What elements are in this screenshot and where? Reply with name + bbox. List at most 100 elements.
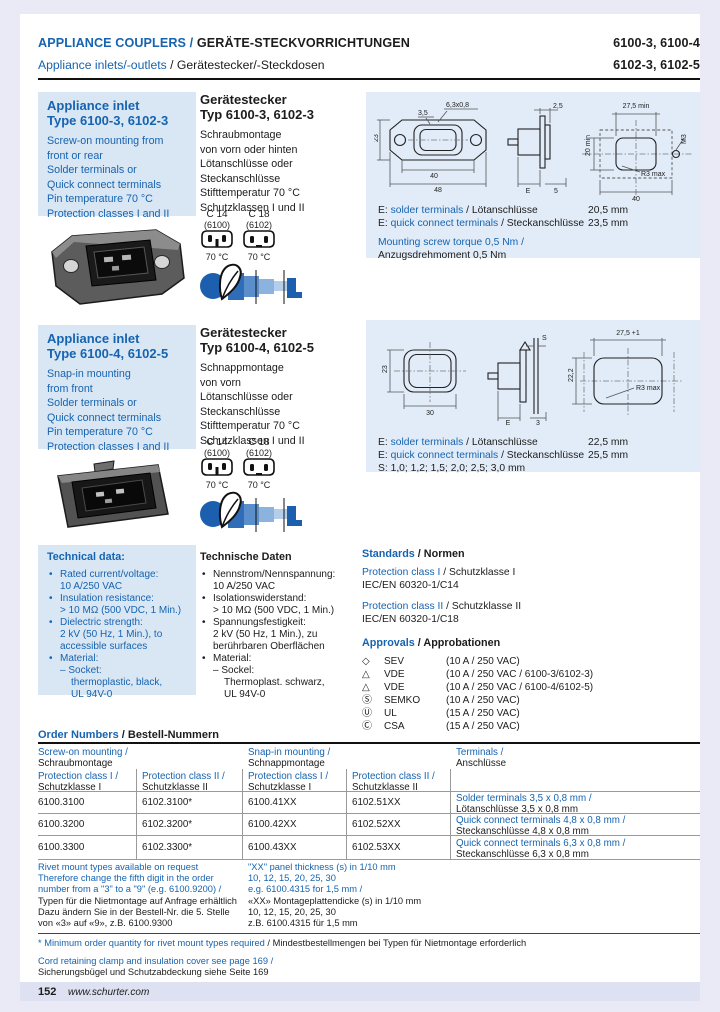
approvals-title: Approvals / Approbationen — [362, 637, 500, 649]
tech-line: UL 94V-0 — [224, 689, 266, 700]
order-number: 6100.43XX — [248, 842, 297, 853]
section1-summary-en: Screw-on mounting from front or rear Sol… — [47, 134, 187, 222]
section2-title-en-line1: Appliance inlet — [47, 331, 140, 346]
tech-line: thermoplastic, black, — [71, 677, 163, 688]
website-link[interactable]: www.schurter.com — [68, 987, 150, 998]
note-e-quick: E: quick connect terminals / Steckanschl… — [378, 217, 678, 230]
tech-line: Spannungsfestigkeit: — [200, 617, 360, 629]
table-divider — [136, 769, 137, 860]
dim-label: 3 — [536, 420, 540, 426]
order-title-rule — [38, 742, 700, 744]
drawing-6100-3-side-view: 2,5 E 5 — [507, 103, 567, 195]
connector-c18: C 18 (6102) 70 °C — [240, 438, 278, 490]
eco-rating-logo — [200, 263, 302, 304]
approval-rating: (10 A / 250 VAC) — [446, 656, 520, 667]
standard-code: IEC/EN 60320-1/C14 — [362, 580, 459, 591]
note-en: solder terminals — [390, 205, 464, 216]
summary-line: Schnappmontage — [200, 362, 284, 374]
table-divider — [346, 769, 347, 860]
order-title-en: Order Numbers — [38, 729, 119, 741]
type-codes-1: 6100-3, 6100-4 — [613, 36, 700, 50]
group-terminals: Terminals / — [456, 747, 504, 758]
approval-rating: (10 A / 250 VAC / 6100-3/6102-3) — [446, 669, 594, 680]
c14-face-icon — [201, 458, 233, 476]
summary-line: Pin temperature 70 °C — [47, 193, 153, 206]
terminal-desc-en: Quick connect terminals 6,3 x 0,8 mm / — [456, 838, 626, 849]
connector-series: (6100) — [203, 448, 230, 458]
sev-icon: ◇ — [362, 656, 370, 667]
connector-code: C 14 — [206, 209, 228, 220]
section2-summary-de: Schnappmontage von vorn Lötanschlüsse od… — [200, 361, 314, 449]
page-title-de: GERÄTE-STECKVORRICHTUNGEN — [193, 36, 410, 50]
tech-line: Material: — [200, 653, 360, 665]
torque-note-de: Anzugsdrehmoment 0,5 Nm — [378, 250, 507, 261]
terminal-desc-de: Steckanschlüsse 4,8 x 0,8 mm — [456, 825, 589, 837]
connector-c14: C 14 (6100) 70 °C — [198, 210, 236, 262]
summary-line: Quick connect terminals — [47, 178, 162, 191]
standards-title-de: / Normen — [414, 548, 465, 560]
connector-temp: 70 °C — [247, 252, 271, 262]
section1-terminal-notes: E: solder terminals / Lötanschlüsse E: q… — [378, 204, 678, 230]
group-terminals-de: Anschlüsse — [456, 758, 507, 769]
section2-summary-en: Snap-in mounting from front Solder termi… — [47, 367, 187, 455]
footnote-rivet-mount: Rivet mount types available on request T… — [38, 862, 243, 929]
note-en: quick connect terminals — [390, 218, 499, 229]
summary-line: from front — [47, 382, 93, 395]
terminal-desc-en: Solder terminals 3,5 x 0,8 mm / — [456, 793, 592, 804]
section1-title-de-line2: Typ 6100-3, 6102-3 — [200, 107, 314, 122]
tech-line: 10 A/250 VAC — [213, 581, 276, 592]
dim-label: 48 — [434, 187, 442, 194]
section1-summary-de: Schraubmontage von vorn oder hinten Löta… — [200, 128, 314, 216]
page-title: APPLIANCE COUPLERS / GERÄTE-STECKVORRICH… — [38, 36, 410, 50]
tech-line: – Socket: — [60, 665, 102, 676]
summary-line: Stifttemperatur 70 °C — [200, 420, 300, 433]
agency-name: VDE — [384, 669, 405, 680]
summary-line: Steckanschlüsse — [200, 172, 281, 185]
note-de: / Steckanschlüsse — [498, 218, 585, 229]
section1-title-en-line2: Type 6100-3, 6102-3 — [47, 113, 169, 128]
connector-series: (6102) — [245, 448, 272, 458]
summary-line: front or rear — [47, 149, 103, 162]
tech-line: Isolationswiderstand: — [200, 593, 360, 605]
dim-label: R3 max — [641, 171, 666, 178]
page-subtitle: Appliance inlets/-outlets / Gerätestecke… — [38, 58, 325, 72]
tech-line: Dielectric strength: — [47, 617, 193, 629]
dim-label: 6,3x0,8 — [446, 102, 469, 109]
note-de: / Lötanschlüsse — [463, 437, 538, 448]
connector-c18: C 18 (6102) 70 °C — [240, 210, 278, 262]
approval-rating: (10 A / 250 VAC) — [446, 695, 520, 706]
footnote-rule — [38, 933, 700, 934]
tech-line: 2 kV (50 Hz, 1 Min.), zu — [213, 629, 318, 640]
footnote-line: Rivet mount types available on request — [38, 862, 199, 872]
footnote-line: z.B. 6100.4315 für 1,5 mm — [248, 918, 358, 929]
page-title-en: APPLIANCE COUPLERS / — [38, 36, 194, 50]
approval-rating: (10 A / 250 VAC / 6100-4/6102-5) — [446, 682, 594, 693]
dim-label: M3 — [681, 134, 688, 144]
col-head-class1-snap: Protection class I / — [248, 771, 329, 782]
tech-line: Nennstrom/Nennspannung: — [200, 569, 360, 581]
dim-label: E — [526, 188, 531, 195]
c14-face-icon — [201, 230, 233, 248]
summary-line: Solder terminals or — [47, 397, 137, 410]
summary-line: Steckanschlüsse — [200, 405, 281, 418]
dim-label: 3,5 — [418, 110, 428, 117]
table-divider — [450, 769, 451, 860]
summary-line: Protection classes I and II — [47, 440, 170, 453]
connector-code: C 18 — [248, 209, 270, 220]
connector-series: (6100) — [203, 220, 230, 230]
dim-label: 27,5 +1 — [616, 330, 640, 337]
ul-icon: Ⓤ — [362, 708, 372, 719]
page-number: 152 — [38, 986, 57, 998]
drawing-6100-3-front-view: 6,3x0,8 3,5 23 40 48 — [374, 102, 487, 194]
drawing-6100-4-side-view: S E 3 — [487, 335, 547, 426]
tech-line: Thermoplast. schwarz, — [224, 677, 325, 688]
section1-title-de-line1: Gerätestecker — [200, 92, 287, 107]
standards-class2: Protection class II / Schutzklasse II IE… — [362, 600, 521, 626]
summary-line: Snap-in mounting — [47, 368, 131, 380]
summary-line: Pin temperature 70 °C — [47, 426, 153, 439]
summary-line: Stifttemperatur 70 °C — [200, 187, 300, 200]
section1-description-de: Gerätestecker Typ 6100-3, 6102-3 Schraub… — [200, 92, 314, 216]
footer-band — [20, 982, 700, 1001]
dim-label: 2,5 — [553, 103, 563, 110]
